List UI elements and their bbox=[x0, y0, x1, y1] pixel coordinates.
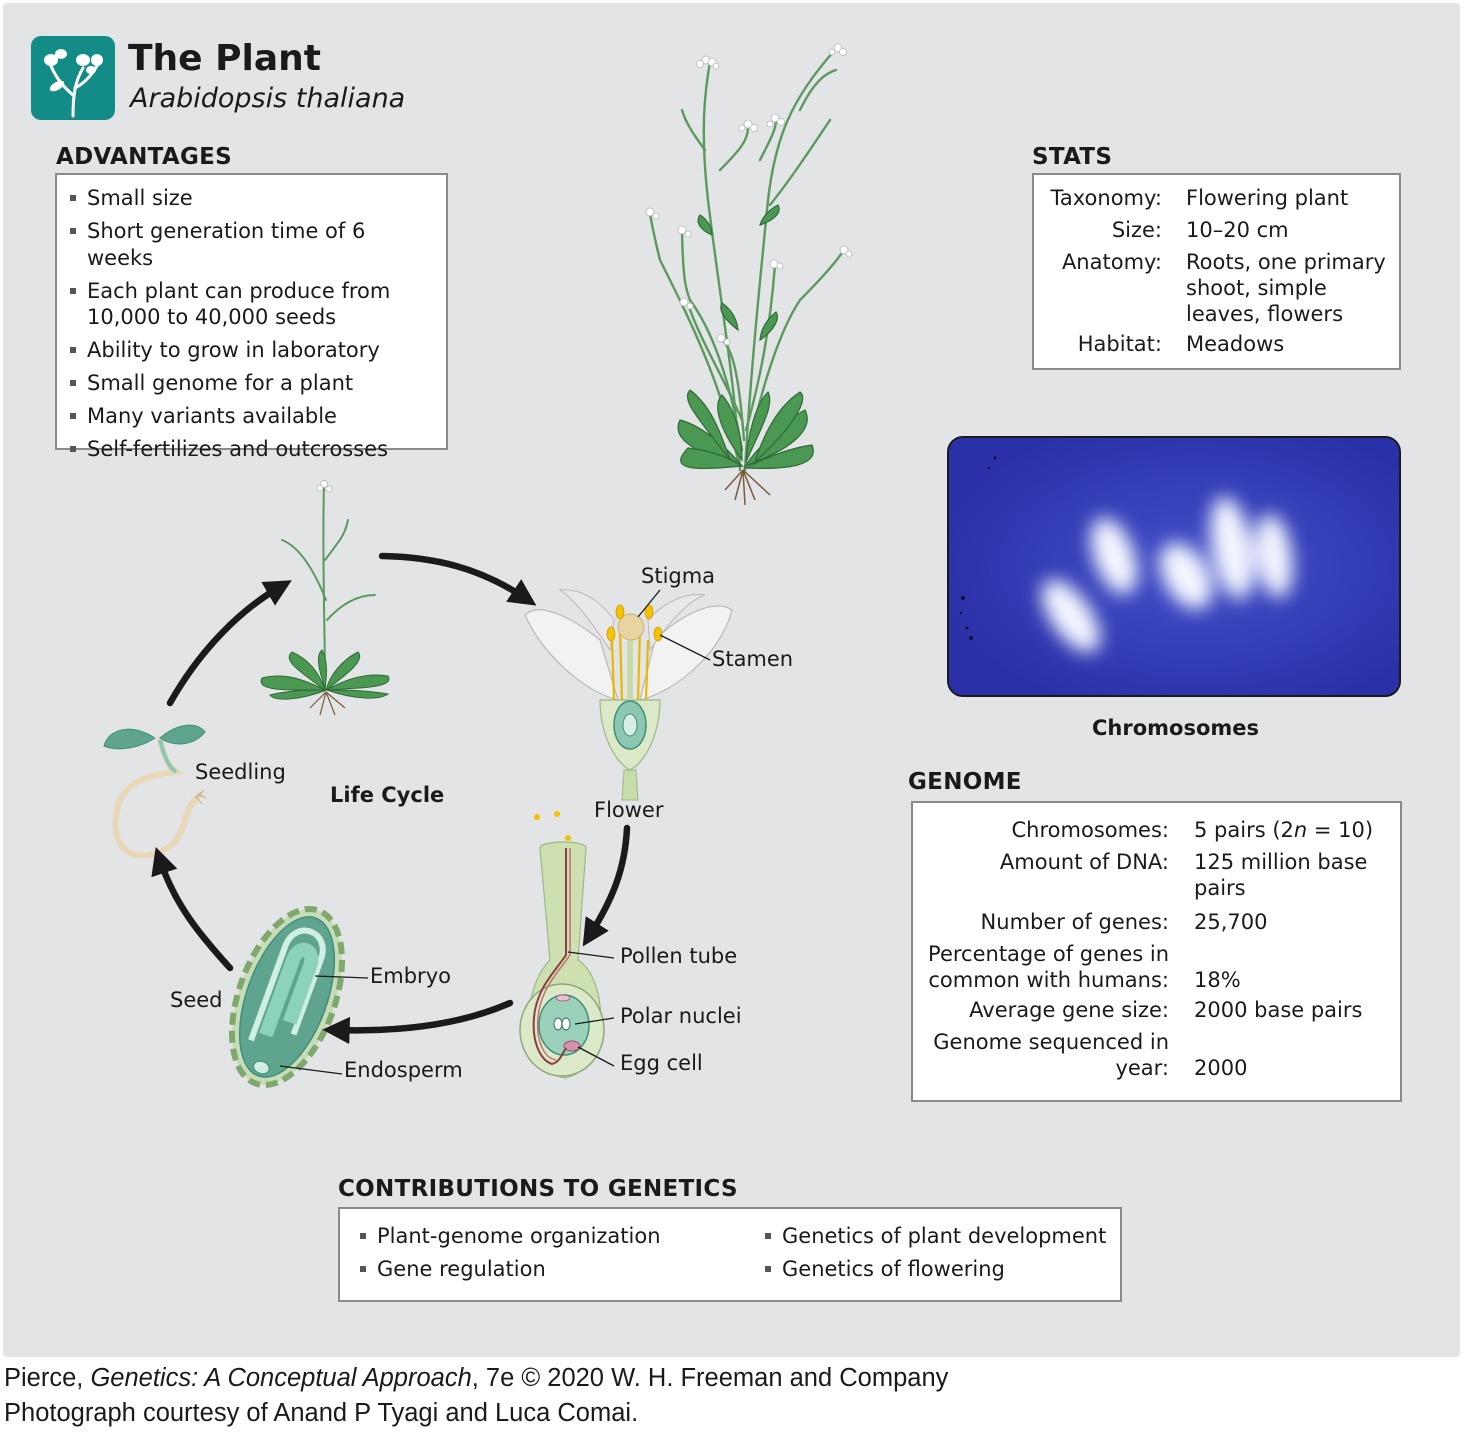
label-seedling: Seedling bbox=[195, 760, 286, 784]
genome-row: Genome sequenced in year: 2000 bbox=[919, 1029, 1394, 1081]
chromosomes-micrograph bbox=[947, 436, 1401, 697]
contribution-item: Genetics of plant development bbox=[755, 1223, 1106, 1250]
label-flower: Flower bbox=[594, 798, 664, 822]
genome-key: Genome sequenced in year: bbox=[933, 1030, 1169, 1080]
advantages-heading: ADVANTAGES bbox=[56, 144, 233, 170]
genome-row: Chromosomes: 5 pairs (2n = 10) bbox=[919, 817, 1394, 843]
stats-key: Size: bbox=[1111, 218, 1162, 242]
advantage-item: Ability to grow in laboratory bbox=[60, 337, 438, 364]
contributions-heading: CONTRIBUTIONS TO GENETICS bbox=[338, 1176, 738, 1202]
arrow-pollen-to-seed bbox=[322, 999, 514, 1045]
chromosome-blob bbox=[1210, 496, 1254, 600]
seedling-illustration bbox=[103, 724, 207, 859]
credit-line-1: Pierce, Genetics: A Conceptual Approach,… bbox=[4, 1364, 949, 1392]
label-stamen: Stamen bbox=[712, 647, 794, 671]
pollen-tube-ovary-illustration bbox=[519, 811, 605, 1079]
chromosome-blob bbox=[1041, 579, 1101, 653]
page-subtitle: Arabidopsis thaliana bbox=[130, 83, 406, 114]
genome-box: Chromosomes: 5 pairs (2n = 10) Amount of… bbox=[911, 801, 1402, 1102]
genome-row: Percentage of genes in common with human… bbox=[919, 941, 1394, 993]
genome-value: 25,700 bbox=[1194, 910, 1268, 934]
page-title: The Plant bbox=[128, 38, 321, 79]
advantage-item: Small size bbox=[60, 185, 438, 212]
plant-logo bbox=[31, 36, 115, 120]
life-cycle-diagram bbox=[103, 43, 853, 1088]
genome-row: Average gene size: 2000 base pairs bbox=[919, 997, 1394, 1023]
genome-value: 2000 bbox=[1194, 1056, 1248, 1080]
stats-heading: STATS bbox=[1032, 144, 1113, 170]
genome-key: Average gene size: bbox=[969, 998, 1169, 1022]
stats-value: Meadows bbox=[1186, 332, 1285, 356]
advantage-item: Small genome for a plant bbox=[60, 370, 438, 397]
stats-key: Taxonomy: bbox=[1050, 186, 1162, 210]
genome-value: 18% bbox=[1194, 968, 1241, 992]
stats-key: Habitat: bbox=[1077, 332, 1162, 356]
genome-value: 5 pairs (2n = 10) bbox=[1194, 818, 1374, 842]
stats-value: Flowering plant bbox=[1186, 186, 1349, 210]
arrow-seedling-to-plant bbox=[166, 580, 292, 707]
life-cycle-arrows bbox=[151, 552, 631, 1045]
contributions-box: Plant-genome organization Gene regulatio… bbox=[338, 1207, 1122, 1302]
genome-value: 125 million base pairs bbox=[1194, 850, 1368, 900]
stats-row: Size: 10–20 cm bbox=[1040, 217, 1393, 243]
flower-cross-section bbox=[524, 589, 733, 801]
genome-heading: GENOME bbox=[908, 769, 1022, 795]
plant-sprig-icon bbox=[44, 49, 103, 118]
advantages-box: Small size Short generation time of 6 we… bbox=[55, 173, 448, 461]
label-endosperm: Endosperm bbox=[344, 1058, 463, 1082]
stats-row: Anatomy: Roots, one primary shoot, simple… bbox=[1040, 249, 1393, 327]
genome-value: 2000 base pairs bbox=[1194, 998, 1363, 1022]
genome-key: Number of genes: bbox=[980, 910, 1169, 934]
genome-row: Amount of DNA: 125 million base pairs bbox=[919, 849, 1394, 901]
stats-row: Taxonomy: Flowering plant bbox=[1040, 185, 1393, 211]
advantage-item: Each plant can produce from 10,000 to 40… bbox=[60, 278, 438, 331]
chromosome-blob bbox=[1255, 514, 1293, 598]
arrow-plant-to-flower bbox=[378, 552, 537, 606]
label-seed: Seed bbox=[170, 988, 223, 1012]
arabidopsis-plant-illustration bbox=[645, 43, 853, 506]
stats-row: Habitat: Meadows bbox=[1040, 331, 1393, 357]
life-cycle-title: Life Cycle bbox=[330, 783, 445, 807]
genome-key: Percentage of genes in common with human… bbox=[928, 942, 1169, 992]
stats-value: 10–20 cm bbox=[1186, 218, 1289, 242]
arrow-seed-to-seedling bbox=[151, 847, 234, 972]
chromosomes-caption: Chromosomes bbox=[1092, 716, 1260, 740]
label-leader-lines bbox=[279, 589, 711, 1075]
label-pollen-tube: Pollen tube bbox=[620, 944, 738, 968]
stats-value: Roots, one primary shoot, simple leaves,… bbox=[1186, 250, 1386, 326]
genome-key: Amount of DNA: bbox=[999, 850, 1169, 874]
chromosome-blob bbox=[1159, 542, 1213, 610]
chromosome-blob bbox=[1090, 517, 1138, 595]
credit-line-2: Photograph courtesy of Anand P Tyagi and… bbox=[4, 1399, 639, 1427]
stats-box: Taxonomy: Flowering plant Size: 10–20 cm A… bbox=[1032, 173, 1401, 370]
advantage-item: Short generation time of 6 weeks bbox=[60, 218, 438, 271]
label-egg-cell: Egg cell bbox=[620, 1051, 703, 1075]
genome-key: Chromosomes: bbox=[1011, 818, 1169, 842]
arrow-flower-to-pollen bbox=[582, 824, 631, 947]
contribution-item: Plant-genome organization bbox=[350, 1223, 661, 1250]
mature-plant-illustration bbox=[260, 480, 390, 716]
label-embryo: Embryo bbox=[370, 964, 451, 988]
genome-row: Number of genes: 25,700 bbox=[919, 909, 1394, 935]
stats-key: Anatomy: bbox=[1061, 250, 1162, 274]
contribution-item: Genetics of flowering bbox=[755, 1256, 1106, 1283]
advantage-item: Self-fertilizes and outcrosses bbox=[60, 436, 438, 463]
seed-illustration bbox=[229, 906, 345, 1088]
advantage-item: Many variants available bbox=[60, 403, 438, 430]
contribution-item: Gene regulation bbox=[350, 1256, 661, 1283]
label-stigma: Stigma bbox=[641, 564, 716, 588]
label-polar-nuclei: Polar nuclei bbox=[620, 1004, 742, 1028]
